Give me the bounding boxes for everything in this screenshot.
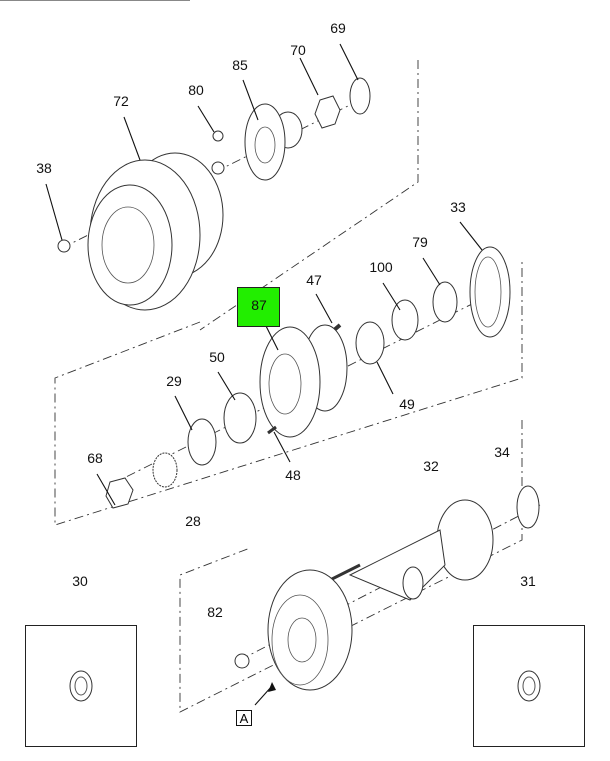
part-29-seal[interactable] — [187, 418, 217, 466]
callout-82[interactable]: 82 — [207, 604, 223, 620]
group-outline-middle — [54, 262, 523, 526]
view-a-marker: A — [236, 710, 252, 726]
part-72-brake-drum[interactable] — [87, 152, 224, 311]
part-80-nut[interactable] — [212, 130, 224, 142]
callout-33[interactable]: 33 — [450, 199, 466, 215]
callout-72[interactable]: 72 — [113, 93, 129, 109]
callout-70[interactable]: 70 — [290, 42, 306, 58]
part-87-wheel-hub[interactable] — [259, 324, 348, 438]
part-34-washer[interactable] — [516, 485, 540, 529]
part-38-nut[interactable] — [57, 239, 71, 253]
callout-31[interactable]: 31 — [520, 573, 536, 589]
callout-38[interactable]: 38 — [36, 160, 52, 176]
callout-80[interactable]: 80 — [188, 82, 204, 98]
part-32-spindle[interactable] — [348, 499, 494, 601]
part-31-gasket-icon — [517, 670, 541, 702]
callout-47[interactable]: 47 — [306, 272, 322, 288]
callout-68[interactable]: 68 — [87, 450, 103, 466]
callout-50[interactable]: 50 — [209, 349, 225, 365]
inset-part-31[interactable] — [473, 625, 585, 747]
part-70-hex-nut[interactable] — [314, 95, 341, 129]
part-50-bearing-cup[interactable] — [223, 392, 257, 444]
callout-32[interactable]: 32 — [423, 458, 439, 474]
leader-lines: 1" x2="190" y2="510"/> — [0, 0, 483, 506]
callout-87-highlighted[interactable]: 87 — [251, 297, 267, 313]
callout-85[interactable]: 85 — [232, 57, 248, 73]
callout-34[interactable]: 34 — [494, 444, 510, 460]
part-49-bearing-cup[interactable] — [355, 321, 385, 365]
brake-assembly[interactable] — [267, 563, 361, 691]
callout-79[interactable]: 79 — [412, 234, 428, 250]
callout-100[interactable]: 100 — [369, 259, 393, 275]
callout-28[interactable]: 28 — [185, 513, 201, 529]
part-68-hex-nut[interactable] — [105, 477, 134, 509]
inset-part-30[interactable] — [25, 625, 137, 747]
part-30-gasket-icon — [69, 670, 93, 702]
part-79-seal[interactable] — [432, 281, 458, 323]
part-85-hub-cap[interactable] — [244, 103, 303, 181]
callout-29[interactable]: 29 — [166, 373, 182, 389]
callout-30[interactable]: 30 — [72, 573, 88, 589]
group-outline-top — [199, 60, 419, 331]
part-28-gear[interactable] — [152, 452, 178, 488]
part-48-stud[interactable] — [267, 425, 277, 435]
part-80-nut-2[interactable] — [211, 161, 225, 175]
part-100-bearing-cone[interactable] — [391, 299, 419, 341]
part-69-lock-washer[interactable] — [349, 77, 371, 115]
callout-49[interactable]: 49 — [399, 396, 415, 412]
callout-48[interactable]: 48 — [285, 467, 301, 483]
part-82-nut[interactable] — [234, 653, 250, 669]
highlighted-part-box — [237, 287, 280, 327]
part-33-tone-ring[interactable] — [469, 246, 511, 338]
callout-69[interactable]: 69 — [330, 20, 346, 36]
